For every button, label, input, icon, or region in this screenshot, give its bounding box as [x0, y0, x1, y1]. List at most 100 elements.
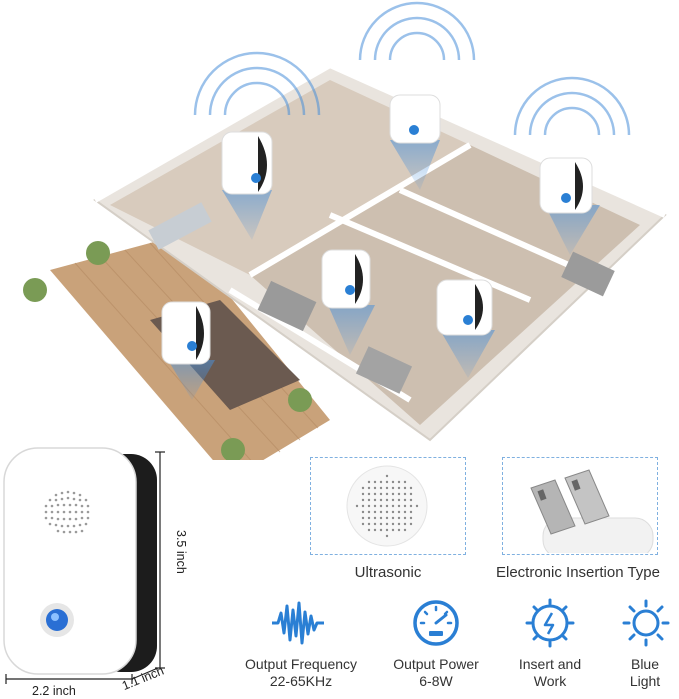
grille-dot: [397, 510, 401, 514]
grille-dot: [403, 516, 407, 520]
depth-dimension-line: [131, 667, 159, 680]
grille-dot: [379, 486, 383, 490]
speaker-grille-icon: [44, 490, 90, 534]
grille-dot: [409, 486, 413, 490]
device-front-shell: [3, 447, 137, 675]
bed: [355, 346, 413, 394]
grille-dot: [409, 492, 413, 496]
grille-dot: [373, 492, 377, 496]
grille-dot: [403, 492, 407, 496]
sound-wave-icon: [272, 601, 324, 645]
grille-dot: [385, 492, 389, 496]
grille-dot: [403, 510, 407, 514]
grille-dot: [367, 504, 371, 508]
grille-dot: [397, 504, 401, 508]
grille-dot: [391, 510, 395, 514]
grille-dot: [361, 504, 365, 508]
grille-dot: [379, 510, 383, 514]
grille-dot: [397, 480, 401, 484]
grille-dot: [373, 528, 377, 532]
grille-dot: [373, 522, 377, 526]
bed: [257, 280, 317, 332]
height-dimension-label: 3.5 inch: [174, 530, 188, 574]
grille-dot: [391, 504, 395, 508]
grille-dot: [409, 498, 413, 502]
grille-dot: [361, 516, 365, 520]
grille-dot: [367, 522, 371, 526]
grille-dot: [397, 516, 401, 520]
grille-dot: [409, 516, 413, 520]
grille-dot: [367, 498, 371, 502]
grille-dot: [409, 504, 413, 508]
insertion-detail-box: [502, 457, 658, 559]
plug-prongs-icon: [530, 469, 654, 559]
grille-dot: [391, 498, 395, 502]
grille-dot: [373, 480, 377, 484]
grille-dot: [361, 492, 365, 496]
grille-dot: [385, 480, 389, 484]
grille-dot: [397, 486, 401, 490]
repeller-device-marker: [389, 94, 441, 190]
grille-dot: [379, 522, 383, 526]
grille-dot: [397, 528, 401, 532]
sun-light-icon: [622, 599, 670, 647]
grille-dot: [391, 480, 395, 484]
bed: [561, 251, 615, 297]
grille-dot: [367, 480, 371, 484]
grille-dot: [415, 504, 419, 508]
ultrasonic-detail-box: [310, 457, 466, 555]
grille-dot: [409, 522, 413, 526]
sofa: [148, 202, 212, 250]
grille-dot: [367, 492, 371, 496]
grille-dot: [385, 498, 389, 502]
grille-dot: [361, 498, 365, 502]
grille-dot: [373, 504, 377, 508]
ultrasonic-caption: Ultrasonic: [354, 564, 422, 581]
grille-dot: [367, 486, 371, 490]
house-floorplan-illustration: [23, 1, 667, 460]
grille-dot: [361, 522, 365, 526]
grille-dot: [391, 522, 395, 526]
grille-dot: [397, 498, 401, 502]
gauge-icon: [413, 600, 459, 646]
grille-dot: [361, 486, 365, 490]
grille-dot: [379, 492, 383, 496]
grille-dot: [385, 528, 389, 532]
grille-dot: [373, 510, 377, 514]
grille-dot: [367, 510, 371, 514]
grille-dot: [409, 510, 413, 514]
insertion-caption: Electronic Insertion Type: [496, 564, 660, 581]
grille-dot: [385, 504, 389, 508]
grille-dot: [391, 516, 395, 520]
grille-dot: [397, 492, 401, 496]
repeller-product-image: [3, 447, 165, 684]
grille-dot: [403, 480, 407, 484]
grille-dot: [385, 534, 389, 538]
grille-dot: [403, 522, 407, 526]
grille-dot: [379, 498, 383, 502]
repeller-device-marker: [436, 279, 495, 378]
grille-dot: [379, 516, 383, 520]
grille-dot: [391, 528, 395, 532]
repeller-device-marker: [321, 249, 375, 355]
grille-dot: [373, 498, 377, 502]
grille-dot: [379, 504, 383, 508]
plant: [23, 241, 312, 460]
grille-dot: [403, 486, 407, 490]
grille-dot: [373, 516, 377, 520]
grille-dot: [391, 486, 395, 490]
grille-dot: [391, 492, 395, 496]
grille-dot: [385, 516, 389, 520]
grille-dot: [397, 522, 401, 526]
grille-dot: [403, 504, 407, 508]
repeller-device-marker: [161, 301, 215, 400]
grille-dot: [385, 510, 389, 514]
grille-dot: [367, 516, 371, 520]
grille-dot: [379, 480, 383, 484]
repeller-device-marker: [539, 157, 600, 255]
grille-dot: [367, 528, 371, 532]
